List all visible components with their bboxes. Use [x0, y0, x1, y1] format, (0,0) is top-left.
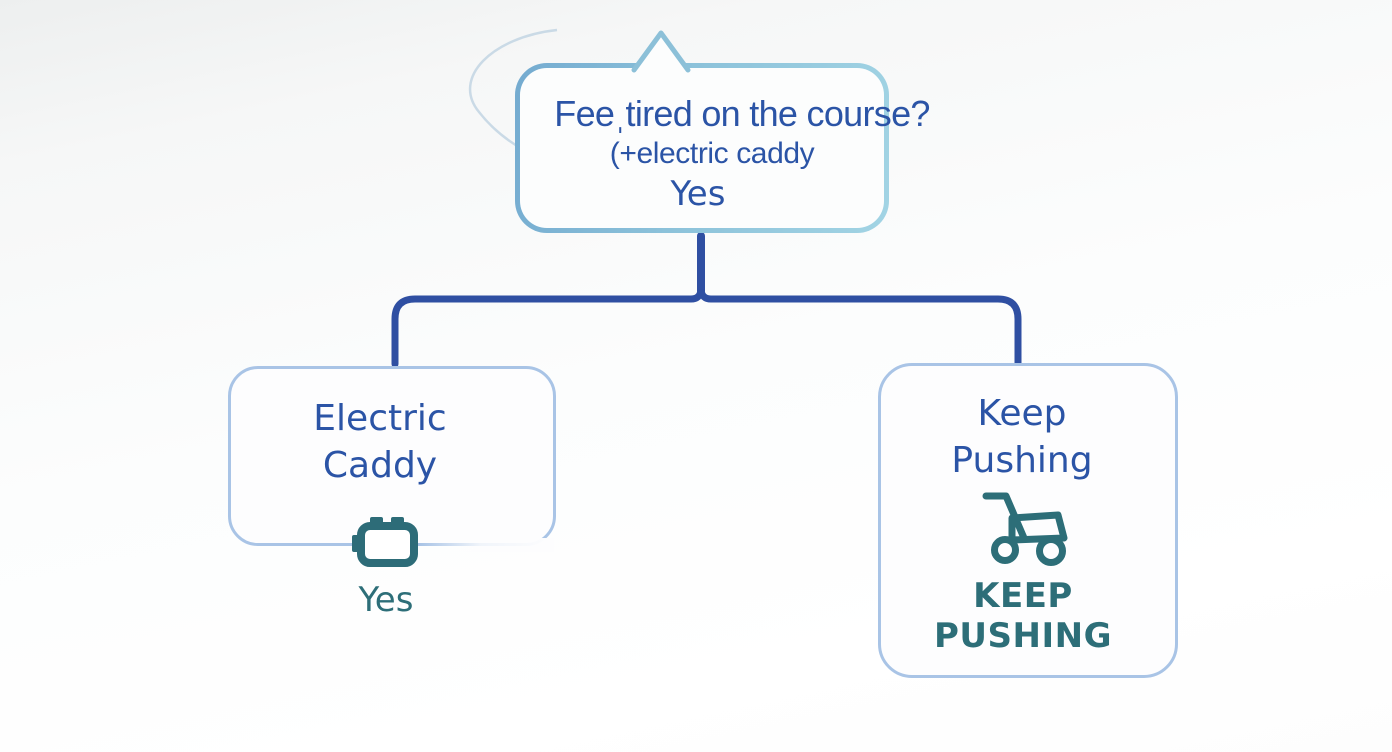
root-node-question: Feeˌtired on the course?: [554, 93, 930, 134]
node-keep-pushing-caption: KEEP PUSHING: [934, 576, 1112, 656]
push-cart-icon: [982, 492, 1068, 566]
node-electric-caddy-title-line2: Caddy: [322, 445, 438, 486]
root-node-answer: Yes: [670, 174, 726, 214]
node-keep-pushing-title-line2: Pushing: [951, 440, 1093, 481]
speech-bubble-pointer-icon: [631, 30, 691, 73]
node-electric-caddy-caption: Yes: [358, 580, 414, 620]
root-node-subtext: (+electric caddy: [609, 137, 815, 170]
node-keep-pushing-title-line1: Keep: [977, 393, 1067, 434]
root-node: Feeˌtired on the course? (+electric cadd…: [515, 63, 930, 233]
border-fade: [420, 538, 554, 552]
node-keep-pushing-caption-line1: KEEP: [973, 576, 1073, 616]
root-node-body: Feeˌtired on the course? (+electric cadd…: [520, 68, 930, 228]
node-electric-caddy: Electric Caddy: [228, 366, 556, 546]
node-keep-pushing-caption-line2: PUSHING: [934, 616, 1112, 656]
battery-icon: [352, 517, 418, 567]
node-electric-caddy-title-line1: Electric: [313, 398, 447, 439]
connector-branches: [391, 289, 1022, 368]
node-keep-pushing: Keep Pushing KEEP PUSHING: [878, 363, 1178, 678]
